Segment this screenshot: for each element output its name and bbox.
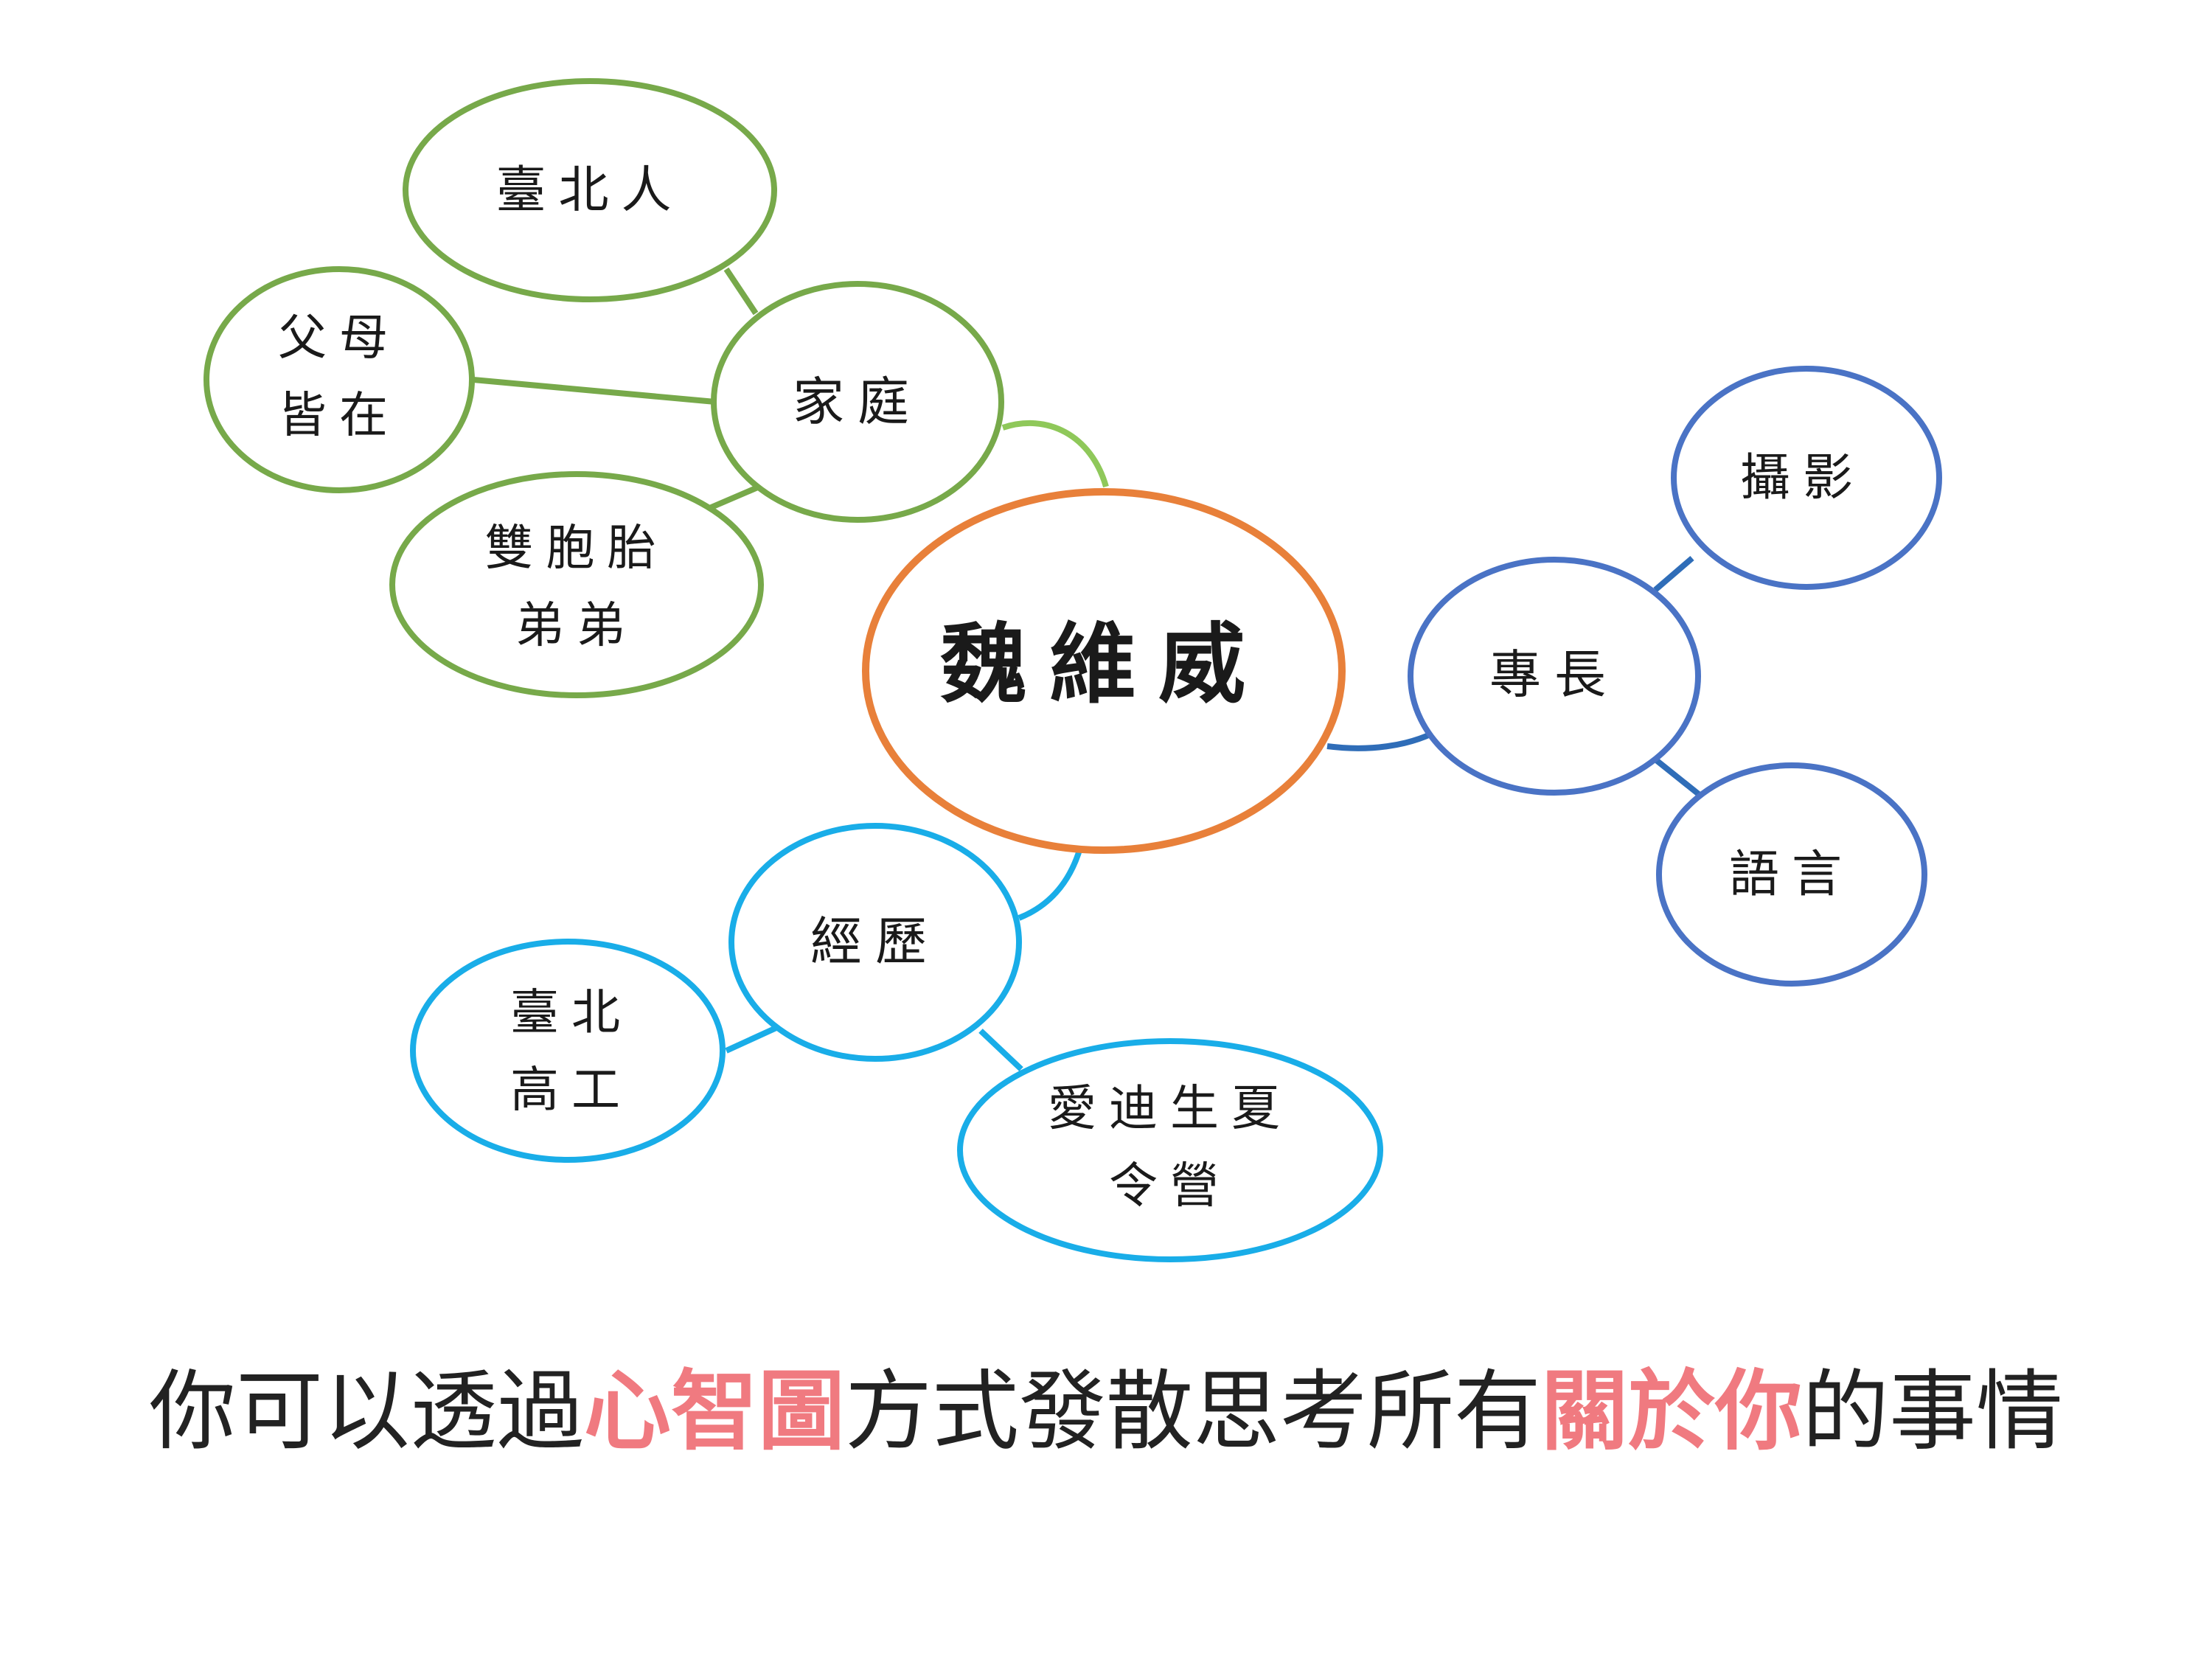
node-skills: 專長 (1408, 557, 1701, 796)
family-twins-ellipse (389, 471, 764, 698)
node-label-line: 家庭 (793, 372, 922, 432)
link-skills-language (1653, 757, 1702, 798)
node-exp-school: 臺北高工 (410, 939, 726, 1163)
link-center-experience (1018, 846, 1083, 921)
family-taipei-ellipse (403, 78, 777, 302)
node-label-line: 父母 (278, 310, 400, 366)
link-center-family (1001, 420, 1109, 488)
node-label-line: 專長 (1489, 644, 1619, 705)
link-family-taipei (723, 267, 759, 316)
node-label-line: 經歷 (810, 911, 940, 972)
link-center-skills (1326, 731, 1433, 751)
node-family-parents: 父母皆在 (204, 266, 475, 493)
center-ellipse (862, 488, 1346, 854)
node-label-line: 弟弟 (515, 597, 638, 654)
node-label-line: 臺北 (510, 984, 633, 1041)
exp-camp-label: 愛迪生夏令營 (1048, 1080, 1293, 1214)
node-label-line: 愛迪生夏 (1048, 1080, 1293, 1137)
family-twins-label: 雙胞胎弟弟 (485, 520, 669, 654)
skills-ellipse (1408, 557, 1701, 796)
link-exp-school (725, 1024, 779, 1054)
exp-school-label: 臺北高工 (510, 984, 633, 1119)
center-label: 魏維威 (940, 613, 1267, 715)
skills-language-ellipse (1656, 762, 1927, 987)
node-center: 魏維威 (862, 488, 1346, 854)
exp-school-ellipse (410, 939, 726, 1163)
family-label: 家庭 (793, 372, 922, 432)
caption-highlight-about-you: 關於你 (1541, 1360, 1803, 1462)
node-exp-camp: 愛迪生夏令營 (957, 1038, 1383, 1262)
caption-part2: 方式發散思考所有 (844, 1360, 1541, 1462)
link-skills-photo (1653, 555, 1694, 593)
node-family: 家庭 (711, 281, 1004, 523)
node-family-twins: 雙胞胎弟弟 (389, 471, 764, 698)
caption-highlight-mindmap: 心智圖 (583, 1360, 845, 1462)
caption-part3: 的事情 (1802, 1360, 2064, 1462)
node-label-line: 臺北人 (495, 161, 684, 220)
caption-part1: 你可以透過 (148, 1360, 584, 1462)
skills-language-label: 語言 (1729, 846, 1854, 904)
skills-photo-label: 攝影 (1740, 449, 1865, 507)
node-label-line: 魏維威 (940, 613, 1267, 715)
node-label-line: 語言 (1729, 846, 1854, 904)
node-experience: 經歷 (728, 823, 1022, 1062)
exp-camp-ellipse (957, 1038, 1383, 1262)
link-family-twins (706, 484, 761, 512)
node-label-line: 雙胞胎 (485, 520, 669, 577)
skills-label: 專長 (1489, 644, 1619, 705)
node-label-line: 令營 (1109, 1158, 1231, 1214)
connectors (473, 267, 1702, 1071)
node-family-taipei: 臺北人 (403, 78, 777, 302)
node-label-line: 高工 (510, 1062, 633, 1119)
link-exp-camp (978, 1029, 1023, 1071)
node-label-line: 皆在 (278, 387, 400, 444)
family-ellipse (711, 281, 1004, 523)
node-skills-language: 語言 (1656, 762, 1927, 987)
family-parents-label: 父母皆在 (278, 310, 400, 444)
experience-ellipse (728, 823, 1022, 1062)
family-taipei-label: 臺北人 (495, 161, 684, 220)
skills-photo-ellipse (1671, 366, 1942, 590)
link-family-parents (473, 377, 716, 405)
family-parents-ellipse (204, 266, 475, 493)
node-skills-photo: 攝影 (1671, 366, 1942, 590)
experience-label: 經歷 (810, 911, 940, 972)
node-label-line: 攝影 (1740, 449, 1865, 507)
caption: 你可以透過心智圖方式發散思考所有關於你的事情 (0, 1368, 2212, 1455)
